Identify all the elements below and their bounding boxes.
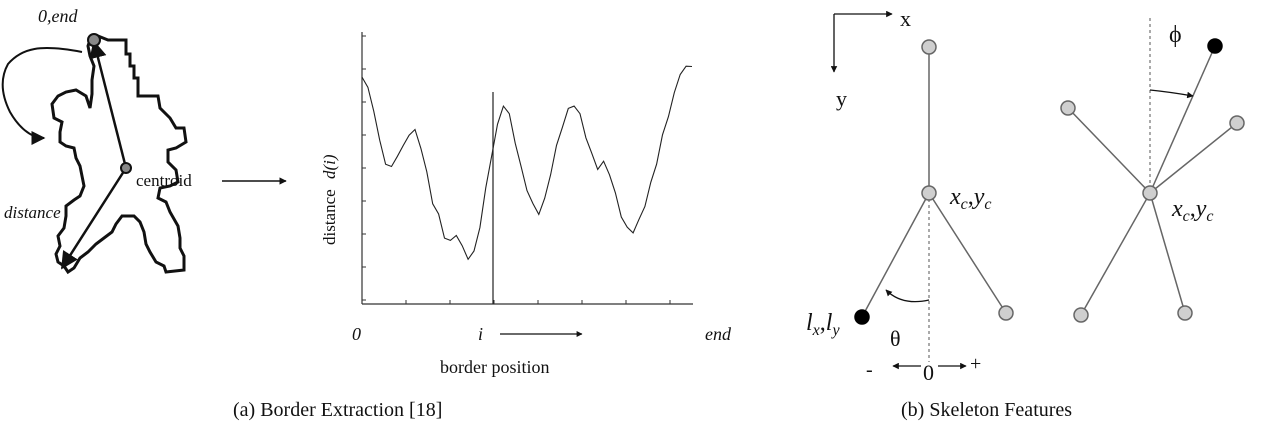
caption-b: (b) Skeleton Features	[901, 399, 1072, 421]
plus-sign: +	[970, 353, 981, 375]
phi-arc	[1149, 89, 1194, 99]
skeleton-1-right-bone	[928, 192, 1007, 314]
skeleton-2: ϕ xc,yc	[1060, 18, 1245, 323]
zero-label: 0	[923, 360, 934, 385]
plot-x-i: i	[478, 324, 483, 344]
center-label-2: xc,yc	[1171, 196, 1214, 225]
skeleton-2-joint-lower-right	[1177, 305, 1193, 321]
plot-x-end: end	[705, 324, 732, 344]
silhouette-border	[50, 34, 188, 275]
label-centroid: centroid	[136, 171, 192, 190]
theta-label: θ	[890, 326, 901, 351]
theta-arc	[885, 289, 930, 303]
skeleton-2-joint-upper-left	[1060, 100, 1076, 116]
distance-plot: distance d(i) 0 i end border position	[320, 32, 732, 377]
skeleton-2-center-joint	[1142, 185, 1158, 201]
plot-xlabel: border position	[440, 357, 550, 377]
panel-b: x y xc,yc lx,ly θ - 0 +	[806, 6, 1245, 421]
phi-label: ϕ	[1169, 22, 1182, 48]
skeleton-2-bone-upper-left	[1067, 107, 1151, 194]
caption-a: (a) Border Extraction [18]	[233, 399, 442, 421]
skeleton-1-center-joint	[921, 185, 937, 201]
skeleton-2-bone-lower-right	[1149, 192, 1186, 314]
skeleton-2-limb-endpoint	[1207, 38, 1223, 54]
skeleton-2-bone-lower-left	[1080, 192, 1151, 316]
plot-ticks	[361, 35, 671, 304]
skeleton-1-limb-endpoint	[854, 309, 870, 325]
skeleton-2-joint-lower-left	[1073, 307, 1089, 323]
axis-y-label: y	[836, 86, 847, 111]
label-distance: distance	[4, 203, 61, 222]
skeleton-2-bone-upper-right	[1149, 122, 1238, 194]
minus-sign: -	[866, 359, 873, 381]
centroid-marker	[120, 162, 132, 174]
limb-label: lx,ly	[806, 310, 840, 339]
traversal-arrow	[1, 47, 83, 145]
label-0-end: 0,end	[38, 6, 78, 26]
skeleton-2-joint-upper-right	[1229, 115, 1245, 131]
axis-x-label: x	[900, 6, 911, 31]
silhouette-figure	[50, 34, 188, 275]
skeleton-1-left-bone	[861, 192, 930, 318]
skeleton-1-head-joint	[921, 39, 937, 55]
skeleton-1: xc,yc lx,ly θ - 0 +	[806, 39, 1014, 385]
radius-line-top	[89, 40, 128, 169]
panel-a: 0,end centroid distance distance d(i) 0 …	[1, 6, 732, 421]
top-point-marker	[87, 33, 101, 47]
distance-signal-line	[361, 65, 693, 261]
center-label-1: xc,yc	[949, 184, 992, 213]
skeleton-2-bone-top-right	[1149, 45, 1216, 194]
radius-line-distance	[60, 167, 128, 270]
plot-x-start: 0	[352, 324, 361, 344]
skeleton-1-right-joint	[998, 305, 1014, 321]
plot-ylabel: distance d(i)	[320, 154, 339, 245]
